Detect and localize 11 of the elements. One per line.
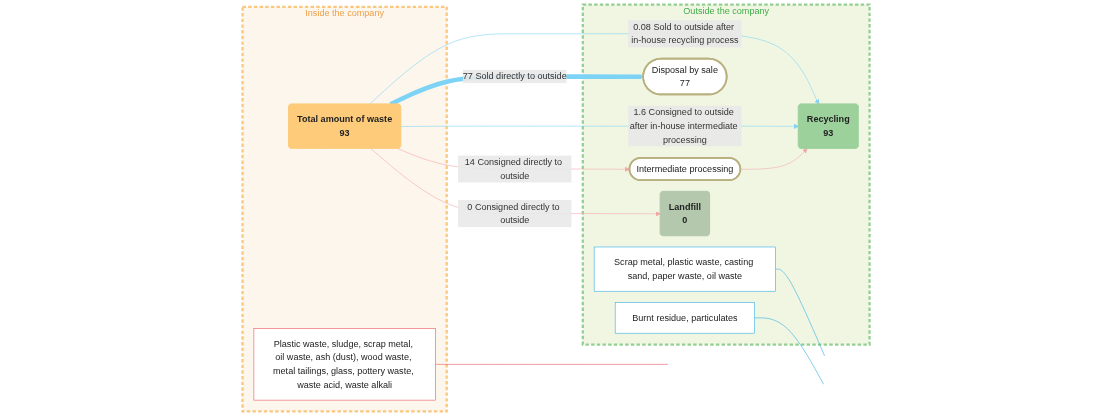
edge-label: 0.08 Sold to outside after in-house recycling process — [631, 21, 740, 46]
connector — [754, 317, 825, 385]
connector — [435, 364, 669, 365]
node-box: Scrap metal, plastic waste, casting sand, paper waste, oil waste — [594, 246, 777, 292]
edge-label: 77 Sold directly to outside — [463, 71, 568, 82]
edge-label: 0 Consigned directly to outside — [467, 201, 561, 225]
edge-label: 14 Consigned directly to outside — [465, 157, 563, 181]
node-box: Burnt residue, particulates — [615, 302, 756, 334]
edge-label: 1.6 Consigned to outside after in-house intermediate processing — [630, 107, 739, 145]
connector — [775, 268, 826, 357]
node-box: Plastic waste, sludge, scrap metal, oil waste, ash (dust), wood waste, metal tailings, glass, pottery waste, waste acid, waste alkali — [254, 328, 437, 401]
